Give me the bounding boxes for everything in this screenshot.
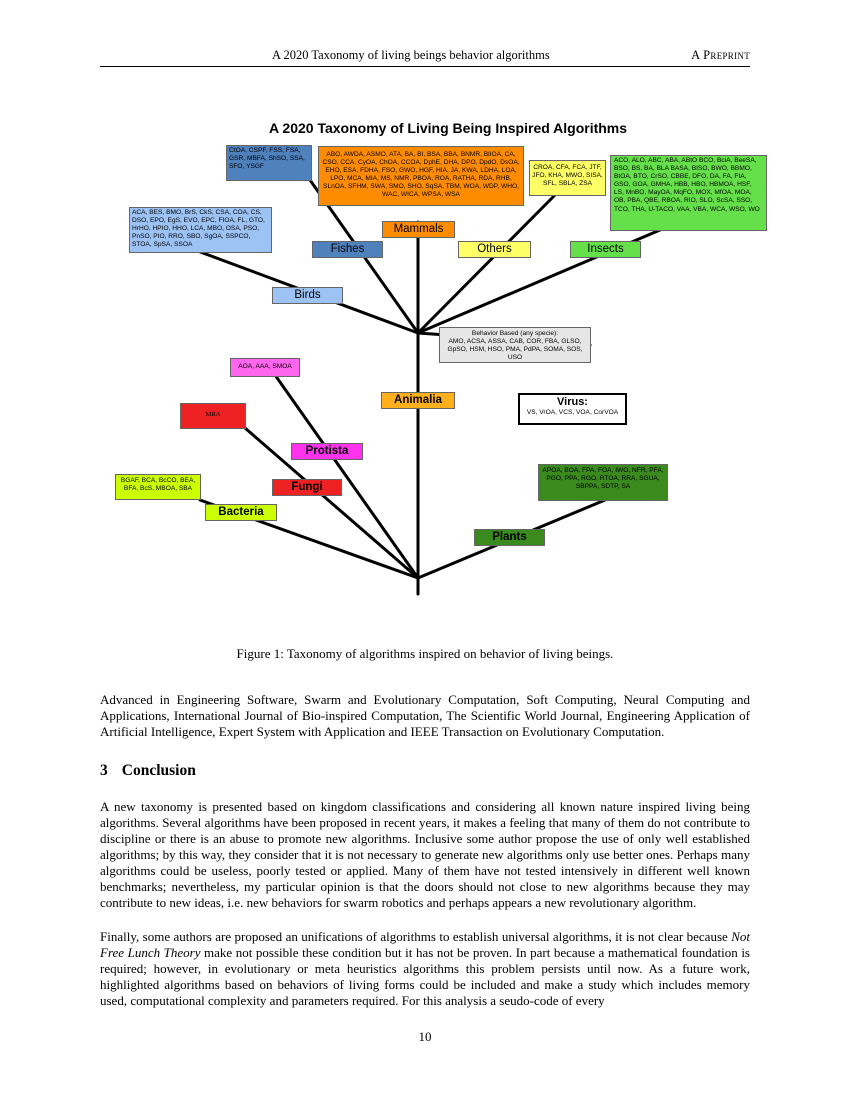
label-fishes: Fishes bbox=[312, 241, 383, 258]
fishes-algorithms-box: CtOA, CSPF, FSS, FSA, GSR, MBFA, ShSO, S… bbox=[226, 145, 312, 181]
virus-title: Virus: bbox=[557, 396, 588, 408]
header-title: A 2020 Taxonomy of living beings behavio… bbox=[272, 48, 550, 62]
paragraph-conclusion-2: Finally, some authors are proposed an un… bbox=[100, 929, 750, 1009]
protista-algorithms-box: AOA, AAA, SMOA bbox=[230, 358, 300, 377]
behavior-based-box: Behavior Based (any specie): AMO, ACSA, … bbox=[439, 327, 591, 363]
insects-algorithms-box: ACO, ALO, ABC, ABA, ABtO BCO, BciA, BeeS… bbox=[610, 155, 767, 231]
plants-algorithms-box: APOA, BOA, FPA, FOA, IWO, NFR, PFA, PGO,… bbox=[538, 464, 668, 501]
section-title: Conclusion bbox=[121, 762, 196, 779]
paragraph-journals: Advanced in Engineering Software, Swarm … bbox=[100, 692, 750, 739]
label-birds: Birds bbox=[272, 287, 343, 304]
label-mammals: Mammals bbox=[382, 221, 455, 238]
fungi-algorithms-box: MRA bbox=[180, 403, 246, 429]
paragraph-conclusion-1: A new taxonomy is presented based on kin… bbox=[100, 799, 750, 910]
para3-text-b: make not possible these condition but it… bbox=[100, 945, 750, 1008]
bacteria-algorithms-box: BGAF, BCA, BcCO, BEA, BFA, BcS, MBOA, SB… bbox=[115, 474, 201, 500]
behavior-based-title: Behavior Based (any specie): bbox=[471, 330, 559, 337]
label-protista: Protista bbox=[291, 443, 363, 460]
birds-algorithms-box: ACA, BES, BMO, BrS, CkS, CSA, COA, CS, D… bbox=[129, 207, 272, 253]
virus-algorithms-box: Virus: VS, VrOA, VCS, VOA, CorVOA bbox=[518, 393, 627, 425]
figure-caption: Figure 1: Taxonomy of algorithms inspire… bbox=[236, 646, 614, 661]
taxonomy-tree-lines bbox=[193, 178, 662, 596]
virus-algorithms: VS, VrOA, VCS, VOA, CorVOA bbox=[526, 409, 619, 416]
header-preprint: A Preprint bbox=[691, 48, 750, 62]
behavior-based-algorithms: AMO, ACSA, ASSA, CAB, COR, FBA, GLSO, Gp… bbox=[447, 338, 583, 362]
section-heading: 3 Conclusion bbox=[100, 762, 210, 780]
label-insects: Insects bbox=[570, 241, 641, 258]
para3-text-a: Finally, some authors are proposed an un… bbox=[100, 929, 732, 944]
others-algorithms-box: CROA, CFA, FCA, JTF, JFO, KHA, MWO, SISA… bbox=[529, 160, 606, 196]
label-bacteria: Bacteria bbox=[205, 504, 277, 521]
mammals-algorithms-box: ABO, AWDA, ASMO, ATA, BA, BI, BSA, BBA, … bbox=[318, 146, 524, 206]
page-number: 10 bbox=[418, 1029, 432, 1044]
figure-title: A 2020 Taxonomy of Living Being Inspired… bbox=[268, 120, 628, 136]
section-number: 3 bbox=[100, 762, 108, 779]
label-others: Others bbox=[458, 241, 531, 258]
header-rule bbox=[100, 66, 750, 67]
para3-emphasis: Not Free Lunch Theory bbox=[100, 929, 750, 960]
label-fungi: Fungi bbox=[272, 479, 342, 496]
label-plants: Plants bbox=[474, 529, 545, 546]
label-animalia: Animalia bbox=[381, 392, 455, 409]
